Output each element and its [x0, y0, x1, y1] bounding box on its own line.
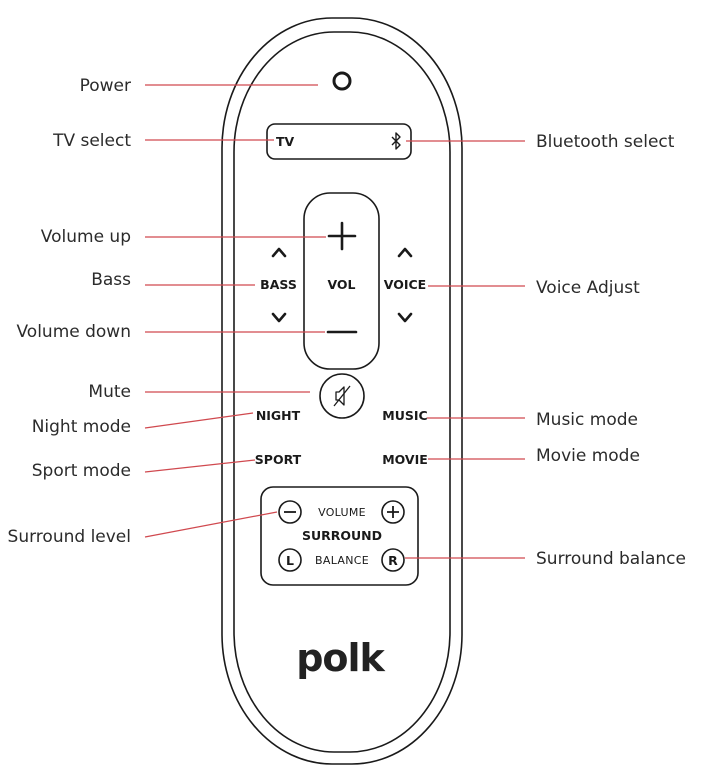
leader-night	[144, 412, 254, 429]
bluetooth-icon[interactable]	[391, 132, 401, 150]
tv-button-label[interactable]: TV	[276, 134, 295, 149]
callout-sport-mode: Sport mode	[32, 461, 131, 481]
surround-volume-up-button[interactable]	[381, 500, 405, 524]
voice-up-chevron-icon[interactable]	[397, 247, 413, 258]
callout-tv-select: TV select	[52, 131, 131, 151]
callout-music-mode: Music mode	[536, 410, 638, 430]
callout-night-mode: Night mode	[32, 417, 131, 437]
surround-volume-down-button[interactable]	[278, 500, 302, 524]
balance-left-outline	[278, 548, 302, 572]
balance-right-outline	[381, 548, 405, 572]
bass-label: BASS	[260, 277, 297, 292]
plus-icon	[327, 221, 357, 251]
power-button[interactable]	[332, 71, 352, 91]
callout-surround-level: Surround level	[8, 527, 131, 547]
callout-mute: Mute	[88, 382, 131, 402]
balance-label: BALANCE	[315, 554, 369, 567]
bass-controls: BASS	[260, 247, 297, 323]
leader-surround-level	[144, 511, 278, 538]
movie-button-label[interactable]: MOVIE	[382, 452, 428, 467]
callout-voice-adjust: Voice Adjust	[536, 278, 640, 298]
polk-logo: polk	[296, 636, 385, 680]
callout-bluetooth-select: Bluetooth select	[536, 132, 675, 152]
source-bar: TV	[266, 123, 412, 160]
remote-outer-outline	[221, 17, 463, 765]
callout-surround-balance: Surround balance	[536, 549, 686, 569]
callout-volume-up: Volume up	[41, 227, 131, 247]
surround-label: SURROUND	[302, 528, 382, 543]
plus-circle-icon	[381, 500, 405, 524]
mute-button[interactable]	[319, 373, 365, 419]
surround-panel: VOLUME SURROUND L BALANCE R	[260, 486, 419, 586]
balance-left-button[interactable]: L	[278, 548, 302, 572]
leader-sport	[144, 459, 256, 473]
callout-movie-mode: Movie mode	[536, 446, 640, 466]
surround-volume-label: VOLUME	[318, 506, 366, 519]
mute-icon	[333, 385, 351, 407]
bass-up-chevron-icon[interactable]	[271, 247, 287, 258]
vol-label: VOL	[327, 277, 355, 292]
balance-right-label: R	[388, 553, 398, 568]
voice-down-chevron-icon[interactable]	[397, 312, 413, 323]
power-icon	[332, 71, 352, 91]
minus-circle-icon	[278, 500, 302, 524]
voice-controls: VOICE	[384, 247, 426, 323]
night-button-label[interactable]: NIGHT	[256, 408, 301, 423]
sport-button-label[interactable]: SPORT	[255, 452, 302, 467]
volume-up-button[interactable]	[327, 221, 357, 251]
balance-right-button[interactable]: R	[381, 548, 405, 572]
volume-rocker-outline	[303, 192, 380, 370]
music-button-label[interactable]: MUSIC	[382, 408, 427, 423]
callout-bass: Bass	[91, 270, 131, 290]
mute-button-outline	[319, 373, 365, 419]
surround-panel-outline	[260, 486, 419, 586]
volume-rocker: VOL	[303, 192, 380, 370]
callout-volume-down: Volume down	[16, 322, 131, 342]
balance-left-label: L	[286, 553, 294, 568]
callout-power: Power	[80, 76, 131, 96]
voice-label: VOICE	[384, 277, 426, 292]
bass-down-chevron-icon[interactable]	[271, 312, 287, 323]
